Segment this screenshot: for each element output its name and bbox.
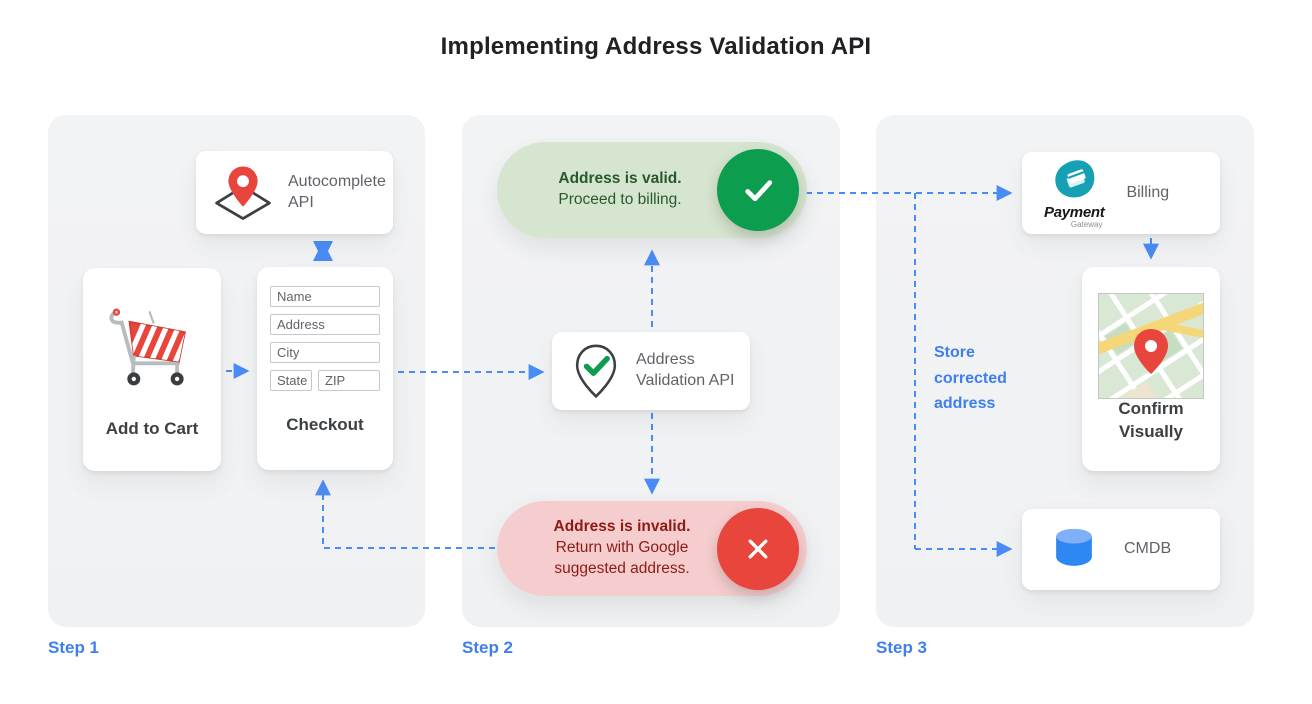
payment-gateway-wordmark: Payment [1044,204,1105,221]
cmdb-card: CMDB [1022,509,1220,590]
database-icon [1048,526,1100,574]
address-validation-api-card: Address Validation API [552,332,750,410]
step1-label: Step 1 [48,638,100,657]
confirm-visually-label: Confirm Visually [1118,399,1184,442]
address-valid-pill: Address is valid. Proceed to billing. [497,142,807,238]
city-field: City [270,342,380,363]
address-invalid-pill: Address is invalid. Return with Google s… [497,501,807,596]
invalid-pill-subtext: Return with Google suggested address. [554,539,690,577]
autocomplete-api-label: Autocomplete API [288,172,386,211]
checkout-label: Checkout [286,415,364,435]
valid-pill-text: Address is valid. Proceed to billing. [497,169,717,211]
check-icon [717,149,799,231]
store-corrected-address-label: Store corrected address [934,344,1007,413]
page-title: Implementing Address Validation API [440,33,872,60]
map-thumbnail-icon [1034,234,1280,466]
payment-gateway-logo: Payment Gateway [1044,157,1105,229]
step2-label: Step 2 [462,638,514,657]
add-to-cart-label: Add to Cart [105,419,199,439]
step3-label: Step 3 [876,638,928,657]
state-field: State [270,370,312,391]
zip-field: ZIP [318,370,380,391]
x-icon [717,507,799,590]
address-validation-api-label: Address Validation API [636,351,735,389]
autocomplete-api-card: Autocomplete API [196,151,393,234]
payment-gateway-icon [1055,160,1095,198]
autocomplete-pin-icon [212,164,274,222]
shopping-cart-icon [100,292,204,400]
confirm-visually-card: Confirm Visually [1034,234,1280,471]
state-zip-row: State ZIP [270,370,380,398]
name-field: Name [270,286,380,307]
invalid-pill-bold: Address is invalid. [553,518,691,536]
cmdb-label: CMDB [1124,540,1172,558]
add-to-cart-card: Add to Cart [83,268,221,471]
billing-card: Payment Gateway Billing [1022,152,1220,234]
address-field: Address [270,314,380,335]
checkout-card: Name Address City State ZIP Checkout [257,267,393,470]
validation-pin-icon [572,343,620,400]
payment-gateway-sub-wordmark: Gateway [1070,220,1103,229]
valid-pill-subtext: Proceed to billing. [558,191,682,208]
billing-label: Billing [1126,183,1170,201]
valid-pill-bold: Address is valid. [558,170,682,188]
invalid-pill-text: Address is invalid. Return with Google s… [497,517,717,580]
